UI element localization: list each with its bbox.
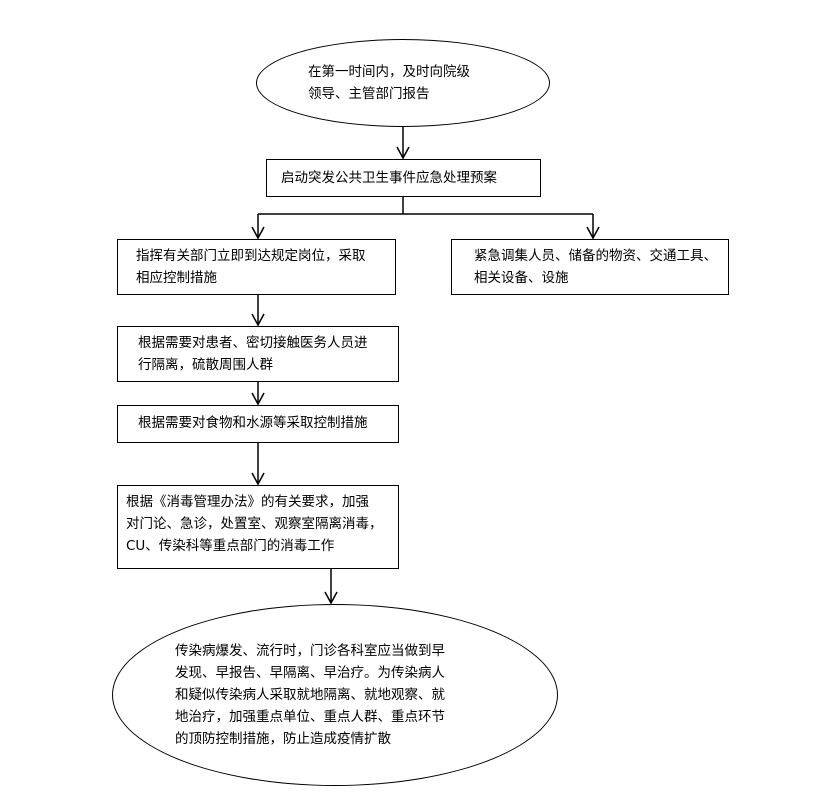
control-food-water-text: 根据需要对食物和水源等采取控制措施 — [138, 415, 368, 431]
arrow-to-mobilize — [586, 214, 600, 240]
direct-departments-text: 指挥有关部门立即到达规定岗位，采取 相应控制措施 — [136, 248, 366, 286]
activate-plan-box: 启动突发公共卫生事件应急处理预案 — [266, 159, 541, 197]
activate-plan-text: 启动突发公共卫生事件应急处理预案 — [281, 170, 497, 186]
disinfection-text: 根据《消毒管理办法》的有关要求，加强 对门论、急诊，处置室、观察室隔离消毒， C… — [126, 494, 383, 554]
isolate-patients-box: 根据需要对患者、密切接触医务人员进 行隔离，硫散周围人群 — [117, 326, 399, 382]
start-ellipse: 在第一时间内，及时向院级 领导、主管部门报告 — [256, 39, 550, 127]
end-ellipse: 传染病爆发、流行时，门诊各科室应当做到早 发现、早报告、早隔离、早治疗。为传染病… — [112, 604, 558, 786]
start-text: 在第一时间内，及时向院级 领导、主管部门报告 — [308, 64, 470, 102]
arrow-isolate-to-control — [251, 382, 265, 406]
end-text: 传染病爆发、流行时，门诊各科室应当做到早 发现、早报告、早隔离、早治疗。为传染病… — [175, 643, 445, 747]
disinfection-box: 根据《消毒管理办法》的有关要求，加强 对门论、急诊，处置室、观察室隔离消毒， C… — [117, 485, 399, 569]
isolate-patients-text: 根据需要对患者、密切接触医务人员进 行隔离，硫散周围人群 — [138, 335, 368, 373]
mobilize-resources-text: 紧急调集人员、储备的物资、交通工具、 相关设备、设施 — [474, 248, 717, 286]
arrow-control-to-disinfect — [251, 443, 265, 486]
direct-departments-box: 指挥有关部门立即到达规定岗位，采取 相应控制措施 — [117, 239, 396, 295]
arrow-to-direct — [251, 214, 265, 240]
arrow-start-to-plan — [396, 127, 410, 160]
mobilize-resources-box: 紧急调集人员、储备的物资、交通工具、 相关设备、设施 — [451, 239, 729, 295]
branch-connector — [258, 197, 593, 215]
control-food-water-box: 根据需要对食物和水源等采取控制措施 — [117, 405, 399, 443]
arrow-disinfect-to-end — [324, 569, 338, 605]
arrow-direct-to-isolate — [251, 295, 265, 327]
